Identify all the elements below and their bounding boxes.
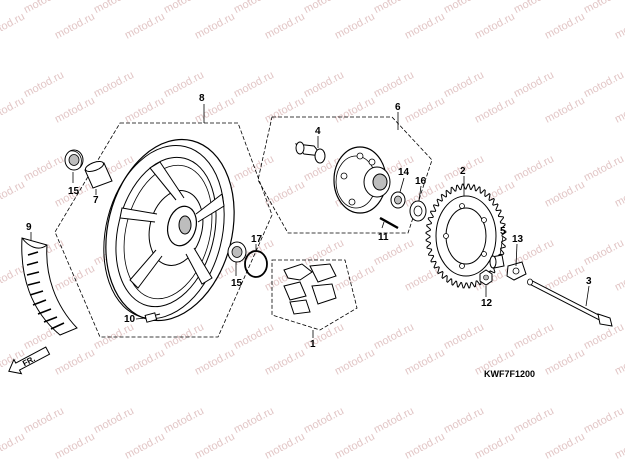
callout-13: 13 [512, 234, 524, 245]
callout-2: 2 [460, 166, 466, 177]
callout-4: 4 [315, 126, 321, 137]
callout-11: 11 [378, 232, 389, 243]
callout-6: 6 [395, 102, 401, 113]
plate-13 [506, 261, 527, 281]
callout-8: 8 [199, 93, 205, 104]
hub-assembly-outline [257, 116, 433, 234]
axle-3 [527, 278, 613, 327]
callout-12: 12 [481, 298, 493, 309]
collar-4 [294, 141, 326, 164]
bearing-14 [390, 191, 406, 209]
damper-1 [283, 263, 337, 315]
bearing-15-right [227, 241, 247, 263]
leader-lines [30, 104, 590, 338]
sprocket-2 [425, 183, 507, 289]
callout-10: 10 [124, 314, 136, 325]
front-direction-arrow: FR. [8, 346, 51, 375]
stud-11 [379, 216, 399, 230]
diagram-code: KWF7F1200 [484, 369, 535, 379]
o-ring-17 [244, 250, 268, 278]
nut-12 [479, 269, 493, 286]
callout-17: 17 [251, 234, 263, 245]
callout-7: 7 [93, 195, 99, 206]
spacer-7 [84, 161, 113, 189]
wheel-assembly-outline [54, 122, 273, 338]
valve-10 [144, 312, 161, 323]
damper-outline [271, 259, 358, 331]
seal-16 [409, 200, 427, 222]
callout-15-right: 15 [231, 278, 243, 289]
callout-15-left: 15 [68, 186, 80, 197]
callout-16: 16 [415, 176, 427, 187]
collar-5 [489, 254, 505, 269]
wheel-8 [103, 138, 235, 322]
callout-3: 3 [586, 276, 592, 287]
bearing-15-left [64, 149, 84, 171]
callout-1: 1 [310, 339, 316, 350]
callout-5: 5 [500, 226, 506, 237]
callout-9: 9 [26, 222, 32, 233]
callout-14: 14 [398, 167, 410, 178]
flange-6 [333, 146, 391, 214]
tire-9 [21, 237, 78, 336]
